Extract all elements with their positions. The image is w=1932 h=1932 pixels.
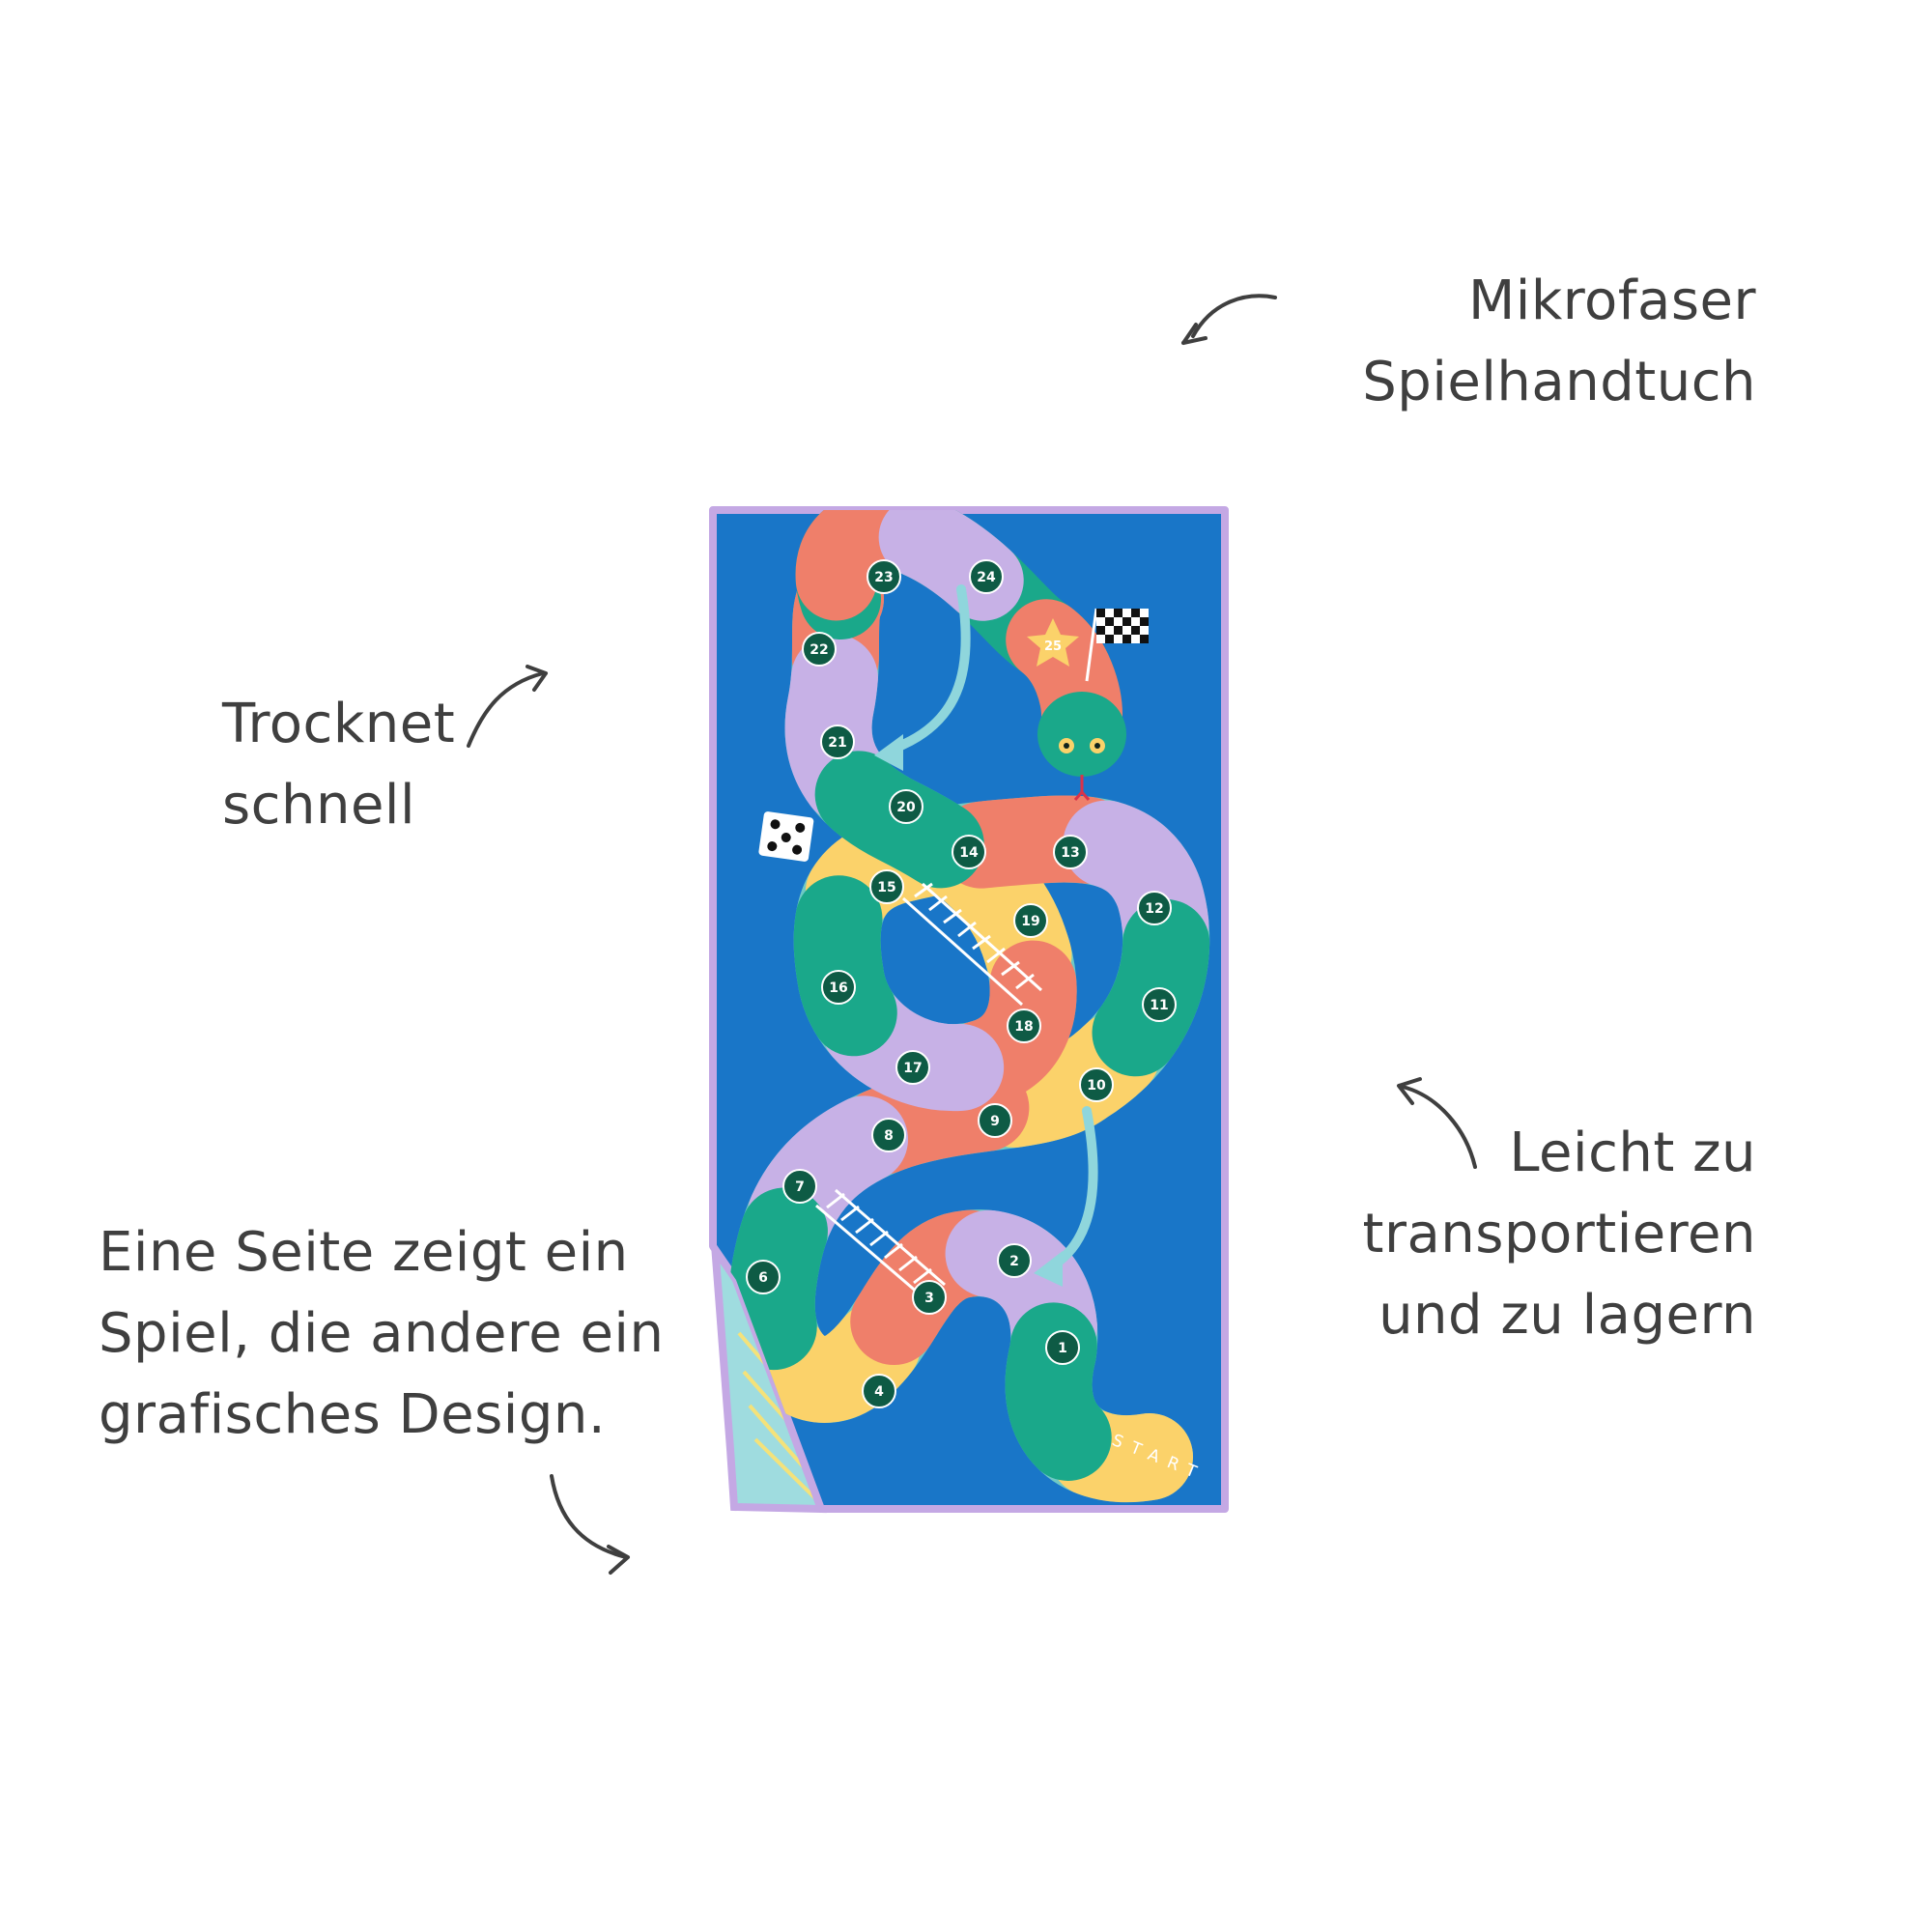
snake-shortcut-arrow-upper (889, 584, 971, 753)
board-square-number: 20 (896, 800, 916, 815)
caption-transport-line-2: transportieren (1362, 1203, 1756, 1265)
board-square-number: 13 (1061, 845, 1079, 861)
board-square-number: 14 (959, 845, 979, 861)
board-square-9: 9 (978, 1103, 1012, 1138)
board-square-number: 19 (1021, 914, 1039, 929)
board-square-6: 6 (746, 1260, 781, 1294)
ladder-lower (815, 1188, 946, 1301)
board-square-21: 21 (820, 724, 855, 759)
caption-sides-line-1: Eine Seite zeigt ein (99, 1221, 629, 1284)
board-square-14: 14 (952, 835, 986, 869)
caption-sides-line-3: grafisches Design. (99, 1383, 607, 1446)
caption-transport-line-3: und zu lagern (1378, 1284, 1756, 1347)
snake-head (1037, 692, 1126, 801)
board-square-20: 20 (889, 789, 923, 824)
caption-material: Mikrofaser Spielhandtuch (1362, 261, 1756, 423)
board-square-16: 16 (821, 970, 856, 1005)
board-square-number: 15 (877, 880, 895, 895)
board-square-number: 22 (810, 642, 828, 658)
finish-number: 25 (1044, 639, 1062, 654)
board-square-number: 9 (990, 1114, 1000, 1129)
board-square-23: 23 (867, 559, 901, 594)
finish-flag-icon (1085, 608, 1149, 682)
caption-material-line-1: Mikrofaser (1467, 270, 1756, 332)
board-square-11: 11 (1142, 987, 1177, 1022)
caption-sides-line-2: Spiel, die andere ein (99, 1302, 665, 1365)
board-square-19: 19 (1013, 903, 1048, 938)
caption-material-line-2: Spielhandtuch (1362, 351, 1756, 413)
board-square-number: 24 (977, 570, 996, 585)
board-square-number: 21 (828, 735, 846, 751)
caption-transport-line-1: Leicht zu (1509, 1122, 1756, 1184)
caption-sides: Eine Seite zeigt ein Spiel, die andere e… (99, 1212, 664, 1456)
board-square-number: 6 (758, 1270, 768, 1286)
board-square-number: 3 (924, 1291, 934, 1306)
board-square-number: 12 (1145, 901, 1163, 917)
board-square-number: 18 (1014, 1019, 1033, 1035)
board-square-number: 17 (903, 1061, 922, 1076)
snake-shortcut-arrow-lower (1048, 1106, 1098, 1270)
board-square-13: 13 (1053, 835, 1088, 869)
caption-transport: Leicht zu transportieren und zu lagern (1362, 1113, 1756, 1356)
ladder-upper (902, 882, 1042, 1007)
dice-icon (758, 811, 814, 862)
board-square-number: 8 (884, 1128, 894, 1144)
board-square-10: 10 (1079, 1067, 1114, 1102)
board-square-8: 8 (871, 1118, 906, 1152)
board-square-2: 2 (997, 1243, 1032, 1278)
board-square-15: 15 (869, 869, 904, 904)
board-square-number: 23 (874, 570, 893, 585)
board-square-17: 17 (895, 1050, 930, 1085)
board-square-22: 22 (802, 632, 837, 667)
board-square-number: 11 (1150, 998, 1168, 1013)
board-square-18: 18 (1007, 1009, 1041, 1043)
caption-drying: Trocknet schnell (222, 684, 455, 846)
board-square-7: 7 (782, 1169, 817, 1204)
board-square-12: 12 (1137, 891, 1172, 925)
board-square-1: 1 (1045, 1330, 1080, 1365)
board-square-number: 16 (829, 980, 847, 996)
board-square-24: 24 (969, 559, 1004, 594)
board-square-number: 1 (1058, 1341, 1067, 1356)
board-square-3: 3 (912, 1280, 947, 1315)
board-square-number: 7 (795, 1179, 805, 1195)
board-square-4: 4 (862, 1374, 896, 1408)
caption-drying-line-2: schnell (222, 774, 416, 837)
caption-drying-line-1: Trocknet (222, 693, 456, 755)
board-square-number: 2 (1009, 1254, 1019, 1269)
board-square-number: 10 (1087, 1078, 1106, 1094)
board-square-number: 4 (874, 1384, 884, 1400)
finish-star: 25 (1027, 618, 1079, 667)
